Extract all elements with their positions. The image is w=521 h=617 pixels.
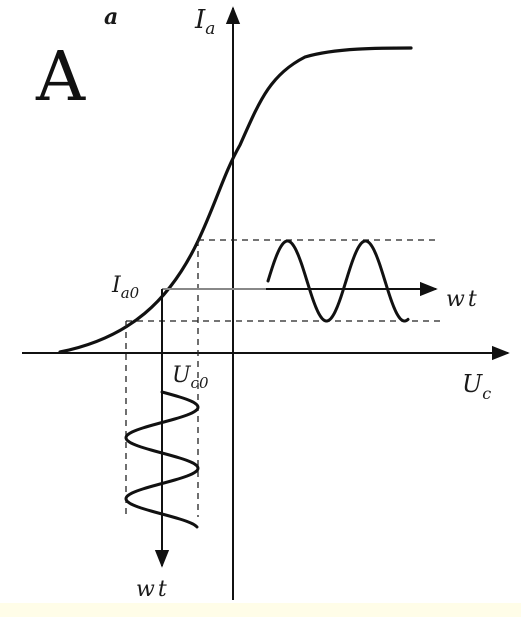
transfer-curve xyxy=(58,46,413,354)
corner-label: a xyxy=(104,4,118,30)
wt-bottom-label: wt xyxy=(136,577,170,602)
bottom-strip xyxy=(0,603,521,617)
output-sine-wave xyxy=(266,239,410,323)
y-axis-label: Ia xyxy=(194,5,215,39)
x-axis-label: Uc xyxy=(462,370,491,403)
panel-letter: A xyxy=(35,38,86,117)
input-sine-wave xyxy=(124,390,200,529)
ia0-label: Ia0 xyxy=(111,273,140,302)
uc0-label: Uc0 xyxy=(172,363,209,392)
wt-right-label: wt xyxy=(446,287,480,312)
